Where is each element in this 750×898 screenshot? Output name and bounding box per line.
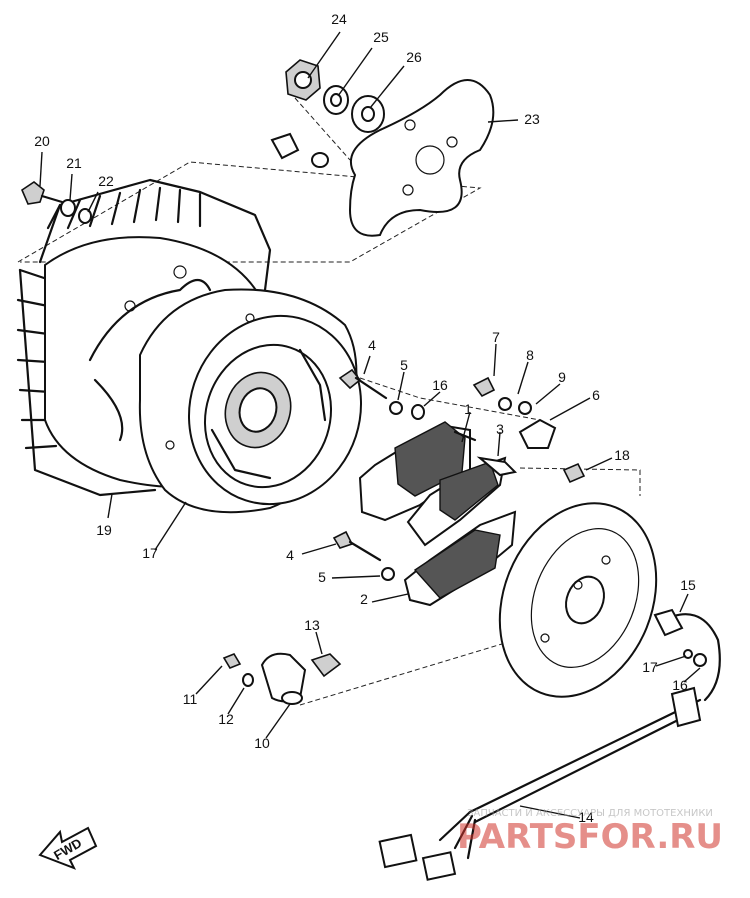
part-number-15: 15: [680, 577, 696, 593]
part-number-17: 17: [642, 659, 658, 675]
wire-harness-icon: [378, 608, 721, 881]
part-number-9: 9: [558, 369, 566, 385]
part-number-13: 13: [304, 617, 320, 633]
part-number-11: 11: [183, 691, 198, 707]
part-number-26: 24: [331, 11, 347, 27]
condenser-icon: [222, 652, 342, 705]
part-number-22: 20: [34, 133, 50, 149]
bolt-washer-group-icon: [21, 181, 92, 224]
part-number-19: 17: [142, 545, 158, 561]
part-number-24: 22: [98, 173, 114, 189]
part-number-5-upper: 5: [400, 357, 408, 373]
part-number-16: 16: [672, 677, 688, 693]
part-number-28: 26: [406, 49, 422, 65]
part-number-21: 19: [96, 522, 112, 538]
part-number-18: 16: [432, 377, 448, 393]
part-number-25: 23: [524, 111, 540, 127]
part-number-23: 21: [66, 155, 82, 171]
part-number-7: 7: [492, 329, 500, 345]
part-number-2: 2: [360, 591, 368, 607]
part-number-8: 8: [526, 347, 534, 363]
part-number-labels: 24 25 26 23 20 21 22 19 17 4 5 16 7 8 9 …: [34, 11, 696, 825]
coil-icon: [358, 421, 518, 607]
stator-plate-icon: [498, 502, 658, 698]
assembly-guide-lines: [17, 97, 641, 706]
part-number-6: 6: [592, 387, 600, 403]
nut-washer-group-icon: [270, 59, 385, 168]
part-number-1: 1: [464, 401, 472, 417]
part-number-14: 14: [578, 809, 594, 825]
part-number-4-upper: 4: [368, 337, 376, 353]
part-number-4-lower: 4: [286, 547, 294, 563]
part-number-27: 25: [373, 29, 389, 45]
part-number-20: 18: [614, 447, 630, 463]
watermark-brand: PARTSFOR.RU: [457, 817, 723, 857]
part-number-10: 10: [254, 735, 270, 751]
part-number-5-lower: 5: [318, 569, 326, 585]
rotor-icon: [138, 288, 363, 514]
part-number-3: 3: [496, 421, 504, 437]
fwd-arrow-icon: FWD: [38, 826, 98, 870]
part-number-12: 12: [218, 711, 234, 727]
screws-icon: [332, 368, 586, 581]
leader-lines: [39, 31, 701, 819]
watermark: ЗАПЧАСТИ И АКСЕССУАРЫ ДЛЯ МОТОТЕХНИКИ PA…: [457, 808, 723, 857]
stator-backplate-icon: [348, 79, 495, 237]
watermark-subtitle: ЗАПЧАСТИ И АКСЕССУАРЫ ДЛЯ МОТОТЕХНИКИ: [467, 808, 713, 819]
